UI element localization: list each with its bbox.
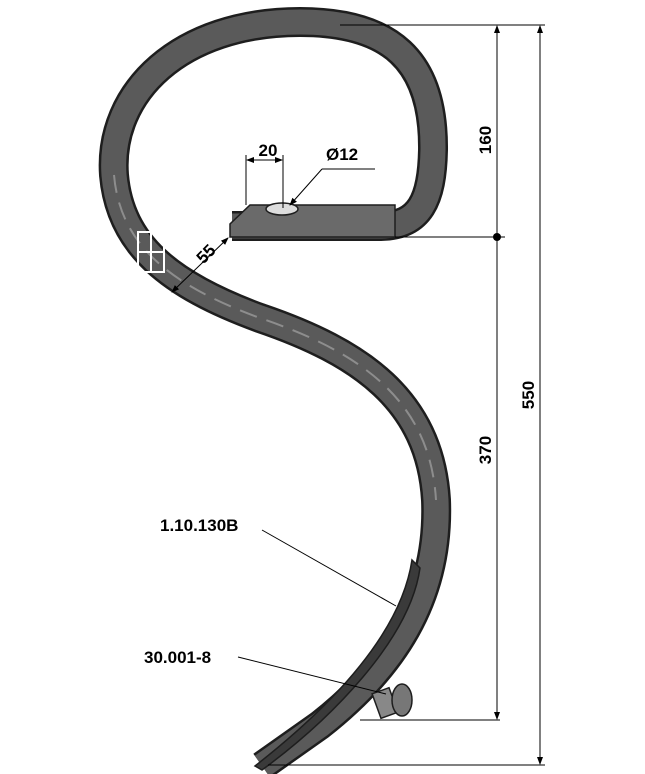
logo-mark [137,231,165,273]
label-bolt: 30.001-8 [144,648,211,667]
mount-plate [229,204,396,238]
mount-hole [265,202,299,216]
s-tine [98,7,452,774]
dim-160: 160 [476,126,495,154]
dim-20: 20 [259,141,278,160]
dim-hole-diameter: Ø12 [326,145,358,164]
share [253,558,421,771]
bolt [371,683,413,720]
dim-55: 55 [193,241,220,268]
dim-550: 550 [519,381,538,409]
dim-370: 370 [476,436,495,464]
label-share: 1.10.130B [160,516,238,535]
